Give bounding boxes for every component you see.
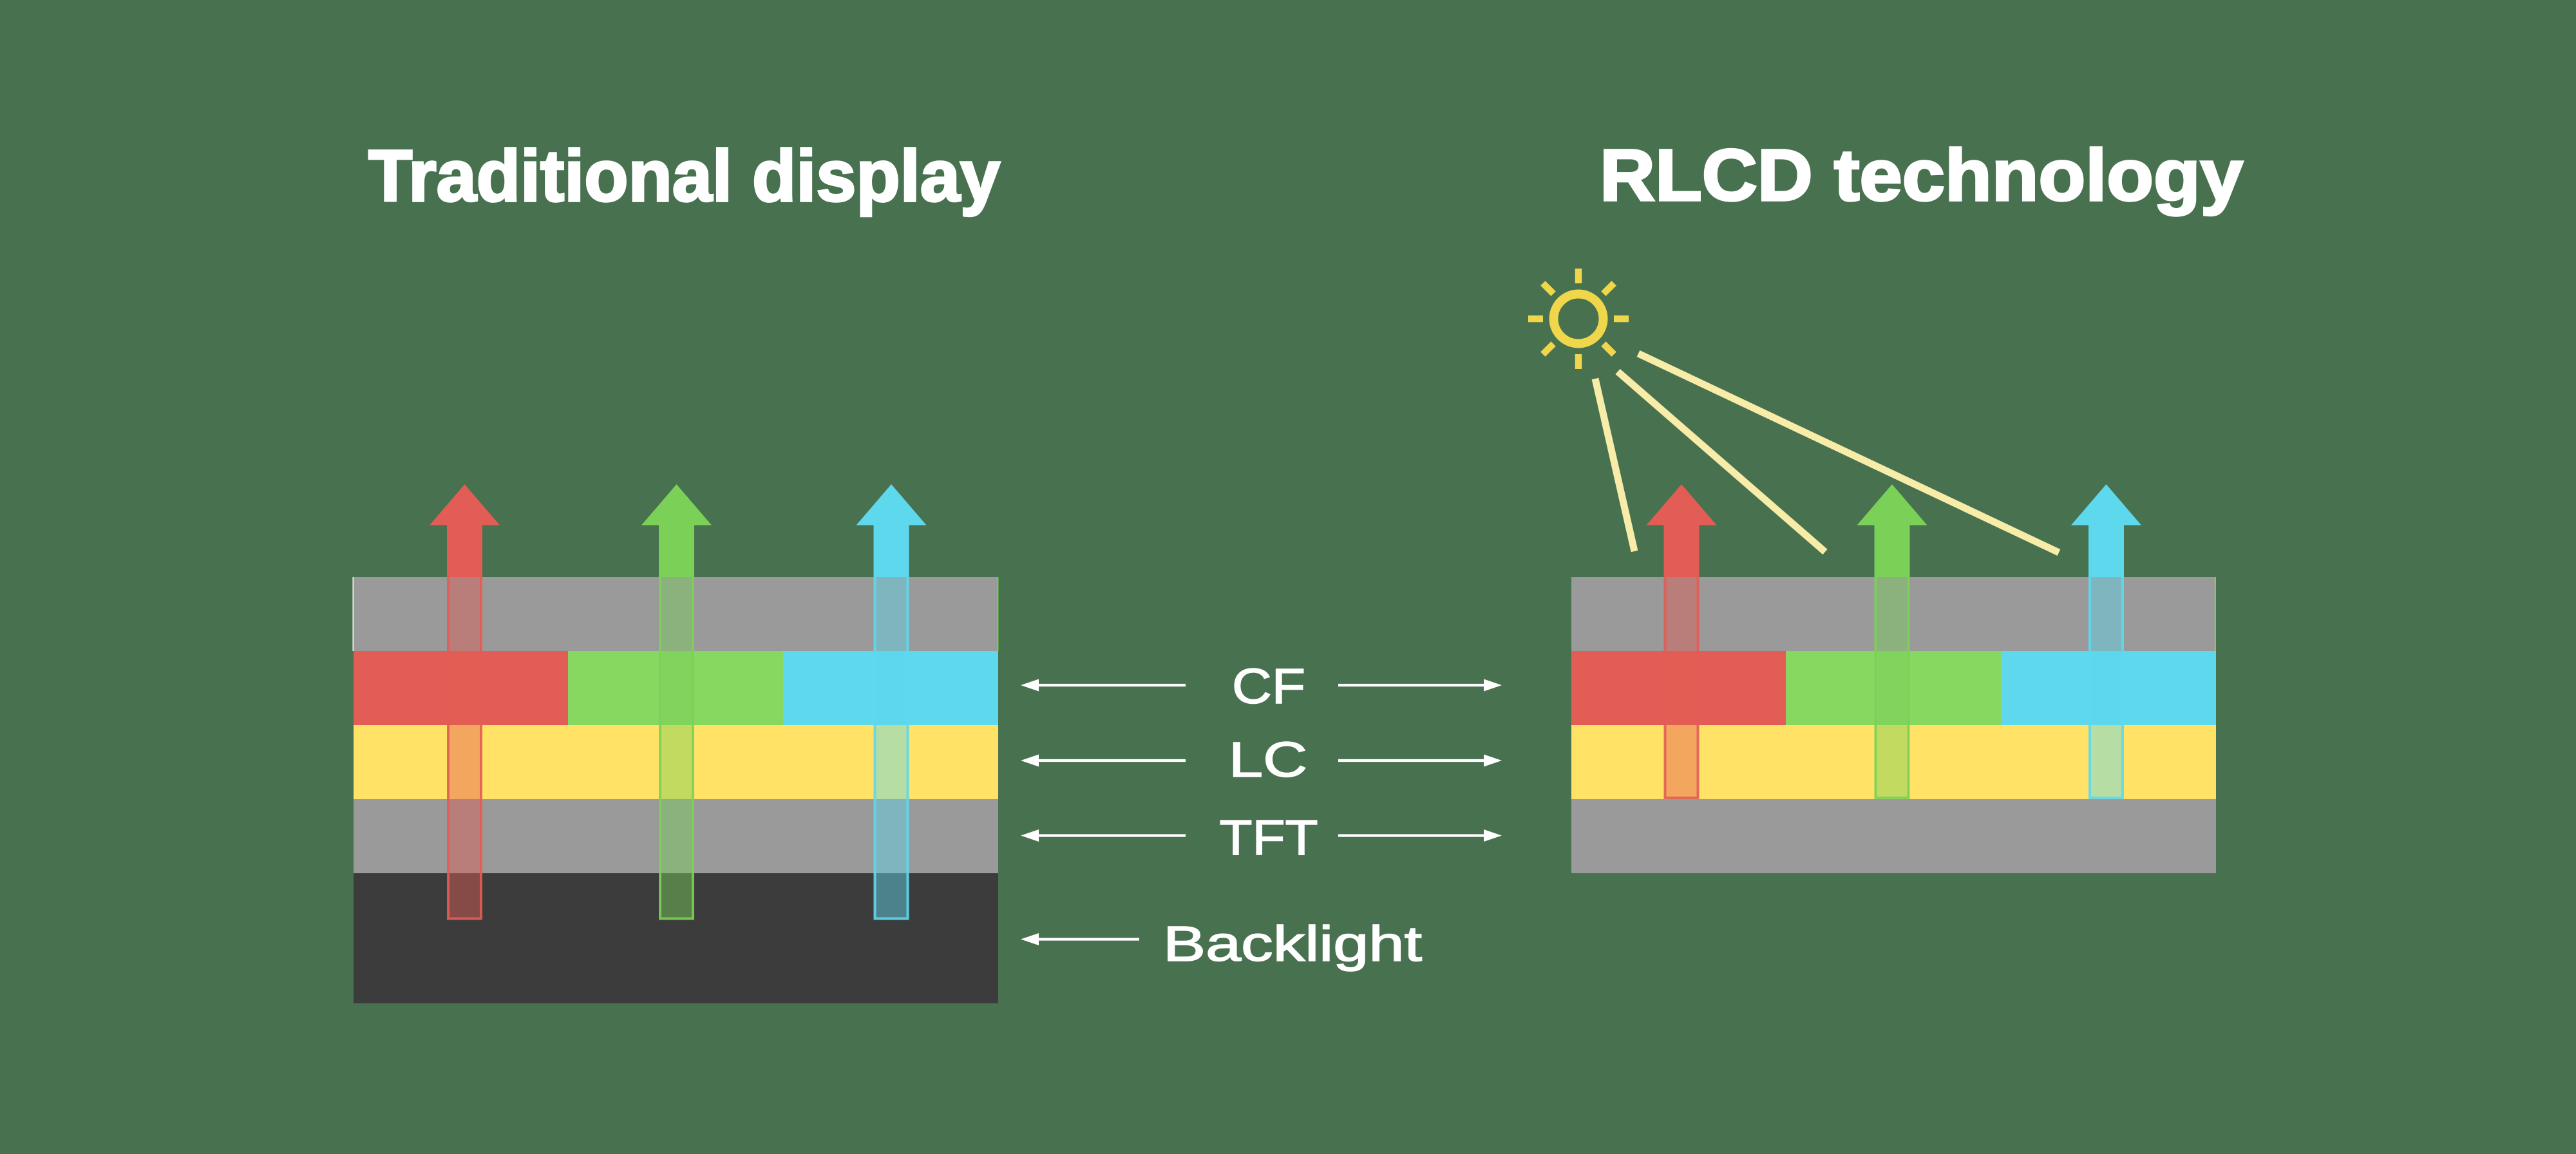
svg-text:LC: LC bbox=[1229, 732, 1307, 788]
svg-text:TFT: TFT bbox=[1220, 810, 1318, 866]
svg-text:Backlight: Backlight bbox=[1163, 916, 1422, 972]
svg-text:RLCD technology: RLCD technology bbox=[1600, 135, 2243, 216]
svg-text:CF: CF bbox=[1232, 659, 1305, 714]
svg-text:Traditional display: Traditional display bbox=[368, 135, 1000, 216]
